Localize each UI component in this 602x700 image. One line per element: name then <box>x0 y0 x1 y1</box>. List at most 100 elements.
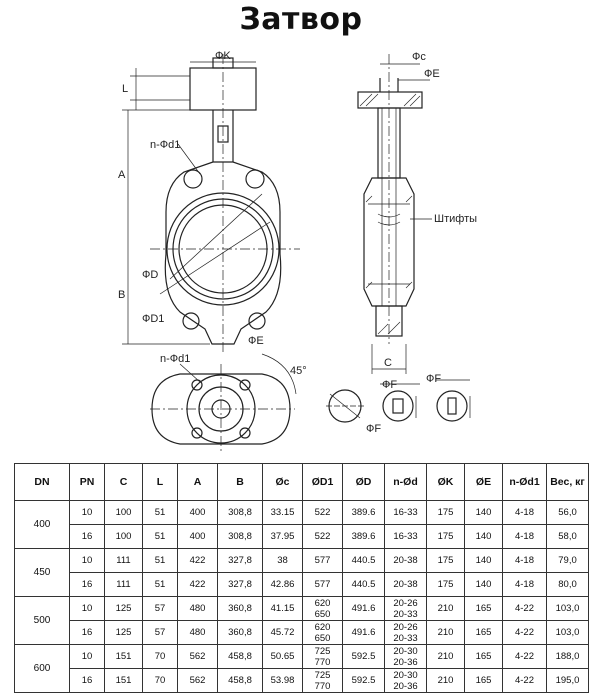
cell-oc: 50.65 <box>262 644 303 669</box>
cell-b: 327,8 <box>217 548 263 573</box>
cell-a: 480 <box>177 596 218 621</box>
cell-pn: 16 <box>69 620 105 645</box>
label-phi-e-front: ФE <box>248 335 264 347</box>
label-c: C <box>384 357 392 369</box>
cell-pn: 10 <box>69 644 105 669</box>
cell-od: 440.5 <box>342 572 385 597</box>
cell-b: 327,8 <box>217 572 263 597</box>
col-header: n-Ød <box>384 463 427 501</box>
cell-l: 70 <box>142 668 178 693</box>
col-header: PN <box>69 463 105 501</box>
cell-nod1: 4-22 <box>502 620 547 645</box>
cell-oe: 165 <box>464 668 503 693</box>
cell-l: 51 <box>142 524 178 549</box>
cell-a: 562 <box>177 644 218 669</box>
cell-od: 389.6 <box>342 500 385 525</box>
label-phi-d: ФD <box>142 269 158 281</box>
cell-l: 57 <box>142 596 178 621</box>
cell-dn: 400 <box>14 500 70 549</box>
table-header-row: DN PN C L A B Øc ØD1 ØD n-Ød ØK ØE n-Ød1… <box>14 463 589 501</box>
valve-technical-drawing: ФK L n-Фd1 A B ФD ФD1 ФE Фc ФE Штифты C … <box>118 50 477 454</box>
cell-oc: 53.98 <box>262 668 303 693</box>
bottom-view <box>150 353 297 454</box>
col-header: ØD <box>342 463 385 501</box>
col-header: ØE <box>464 463 503 501</box>
cell-od: 389.6 <box>342 524 385 549</box>
cell-a: 562 <box>177 668 218 693</box>
cell-dn: 450 <box>14 548 70 597</box>
cell-nod1: 4-22 <box>502 668 547 693</box>
label-phi-f-3: ФF <box>366 423 381 435</box>
cell-ok: 210 <box>426 620 465 645</box>
cell-ok: 210 <box>426 644 465 669</box>
cell-dn: 500 <box>14 596 70 645</box>
label-a: A <box>118 169 126 181</box>
cell-c: 151 <box>104 644 143 669</box>
cell-ok: 175 <box>426 524 465 549</box>
cell-oc: 42.86 <box>262 572 303 597</box>
label-pins: Штифты <box>434 213 477 225</box>
cell-l: 57 <box>142 620 178 645</box>
cell-ok: 175 <box>426 572 465 597</box>
cell-l: 70 <box>142 644 178 669</box>
cell-ok: 175 <box>426 548 465 573</box>
cell-pn: 10 <box>69 596 105 621</box>
col-header: C <box>104 463 143 501</box>
cell-c: 125 <box>104 620 143 645</box>
col-header: n-Ød1 <box>502 463 547 501</box>
cell-nod1: 4-22 <box>502 596 547 621</box>
col-header: B <box>217 463 263 501</box>
cell-b: 308,8 <box>217 500 263 525</box>
side-view <box>357 54 432 374</box>
cell-ok: 175 <box>426 500 465 525</box>
cell-weight: 80,0 <box>546 572 589 597</box>
cell-c: 111 <box>104 572 143 597</box>
label-n-phi-d1-top: n-Фd1 <box>150 139 180 151</box>
cell-ok: 210 <box>426 668 465 693</box>
cell-oe: 140 <box>464 572 503 597</box>
front-view <box>122 54 300 354</box>
cell-weight: 103,0 <box>546 596 589 621</box>
cell-b: 360,8 <box>217 620 263 645</box>
cell-ok: 210 <box>426 596 465 621</box>
cell-oc: 33.15 <box>262 500 303 525</box>
cell-od: 491.6 <box>342 596 385 621</box>
cell-c: 111 <box>104 548 143 573</box>
cell-nod1: 4-18 <box>502 548 547 573</box>
cell-oe: 165 <box>464 644 503 669</box>
cell-pn: 10 <box>69 500 105 525</box>
cell-oe: 140 <box>464 548 503 573</box>
col-header: A <box>177 463 218 501</box>
cell-l: 51 <box>142 548 178 573</box>
label-l: L <box>122 83 128 95</box>
cell-nod: 20-38 <box>384 548 427 573</box>
col-header: ØK <box>426 463 465 501</box>
shaft-details <box>326 379 471 423</box>
label-n-phi-d1-bottom: n-Фd1 <box>160 353 190 365</box>
cell-c: 100 <box>104 500 143 525</box>
cell-a: 422 <box>177 548 218 573</box>
cell-od1: 522 <box>302 500 343 525</box>
col-header: Øc <box>262 463 303 501</box>
cell-weight: 195,0 <box>546 668 589 693</box>
cell-od: 592.5 <box>342 644 385 669</box>
cell-a: 400 <box>177 524 218 549</box>
label-b: B <box>118 289 125 301</box>
cell-l: 51 <box>142 572 178 597</box>
cell-a: 480 <box>177 620 218 645</box>
cell-od: 592.5 <box>342 668 385 693</box>
cell-oe: 165 <box>464 620 503 645</box>
cell-b: 308,8 <box>217 524 263 549</box>
cell-oe: 140 <box>464 500 503 525</box>
cell-pn: 16 <box>69 668 105 693</box>
